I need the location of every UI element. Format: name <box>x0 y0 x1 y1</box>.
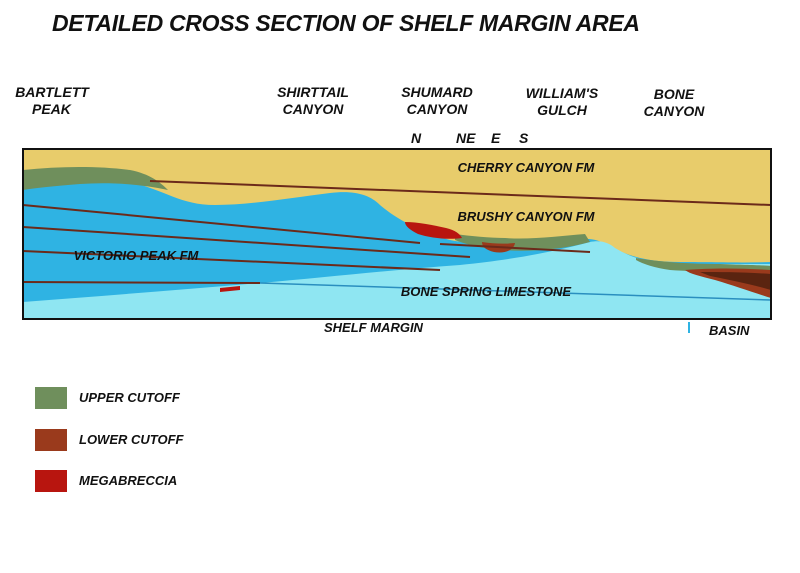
upper-cutoff-bartlett <box>23 167 168 190</box>
bedding-line-victorio-1 <box>22 204 421 244</box>
bedding-line-cherry-top <box>149 180 772 206</box>
location-line2: CANYON <box>643 103 705 119</box>
direction-label-ne: NE <box>456 130 476 146</box>
megabreccia-swatch <box>35 470 67 492</box>
diagram-title: DETAILED CROSS SECTION OF SHELF MARGIN A… <box>52 10 640 36</box>
location-line2: CANYON <box>282 101 344 117</box>
location-line1: BONE <box>653 86 695 102</box>
bedding-line-bone-spring <box>22 281 261 284</box>
section-frame <box>22 148 772 320</box>
shelf-margin-label: SHELF MARGIN <box>324 320 423 335</box>
bedding-line-victorio-4 <box>439 243 591 253</box>
bone-spring-layer <box>23 241 771 319</box>
megabreccia-shumard <box>405 222 462 239</box>
location-label-williams-gulch: WILLIAM'S GULCH <box>516 85 608 119</box>
basin-label: BASIN <box>709 323 750 338</box>
megabreccia-shelf <box>220 286 240 292</box>
blue-line-bone-spring <box>259 282 772 301</box>
location-label-shirttail-canyon: SHIRTTAIL CANYON <box>268 84 358 118</box>
location-line2: GULCH <box>537 102 587 118</box>
bedding-line-victorio-3 <box>22 250 441 271</box>
direction-label-n: N <box>411 130 422 146</box>
lower-cutoff-swatch <box>35 429 67 451</box>
location-line2: CANYON <box>406 101 468 117</box>
location-label-bone-canyon: BONE CANYON <box>630 86 718 120</box>
formation-label-victorio-peak: VICTORIO PEAK FM <box>74 248 200 263</box>
direction-label-e: E <box>491 130 501 146</box>
location-label-bartlett-peak: BARTLETT PEAK <box>10 84 94 118</box>
lower-cutoff-bone-canyon-dark <box>700 272 771 290</box>
location-line1: BARTLETT <box>15 84 89 100</box>
formation-label-bone-spring: BONE SPRING LIMESTONE <box>401 284 572 299</box>
location-label-shumard-canyon: SHUMARD CANYON <box>392 84 482 118</box>
formation-label-cherry-canyon: CHERRY CANYON FM <box>458 160 596 175</box>
legend-label: UPPER CUTOFF <box>79 390 180 405</box>
location-line1: SHIRTTAIL <box>277 84 349 100</box>
location-line1: SHUMARD <box>401 84 473 100</box>
upper-cutoff-bone-canyon <box>636 258 771 272</box>
direction-label-s: S <box>519 130 529 146</box>
location-line2: PEAK <box>32 101 71 117</box>
upper-cutoff-swatch <box>35 387 67 409</box>
legend-label: LOWER CUTOFF <box>79 432 184 447</box>
location-line1: WILLIAM'S <box>525 85 599 101</box>
legend-label: MEGABRECCIA <box>79 473 178 488</box>
bedding-line-victorio-2 <box>22 226 471 258</box>
formation-label-brushy-canyon: BRUSHY CANYON FM <box>458 209 596 224</box>
